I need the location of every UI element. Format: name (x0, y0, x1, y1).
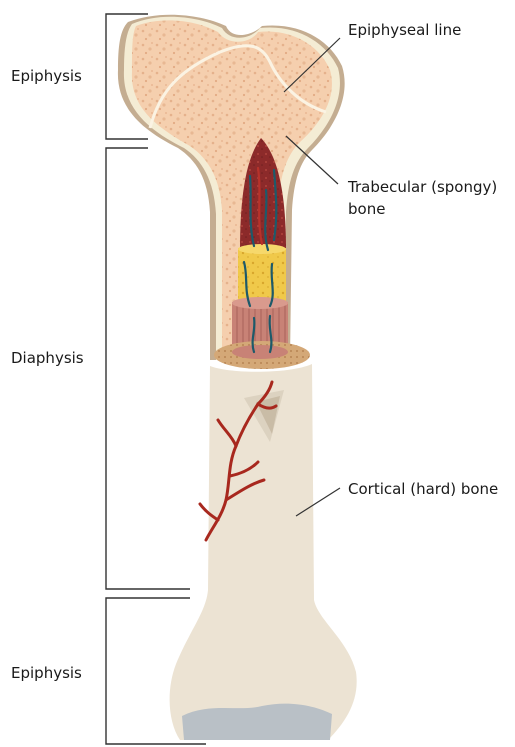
label-trabecular-line2: bone (348, 199, 385, 219)
yellow-marrow-top (238, 244, 286, 254)
trabecular-bone (132, 20, 332, 356)
label-diaphysis: Diaphysis (11, 348, 84, 368)
label-trabecular-line1: Trabecular (spongy) (348, 177, 497, 197)
label-epiphyseal-line: Epiphyseal line (348, 20, 461, 40)
label-cortical-bone: Cortical (hard) bone (348, 479, 498, 499)
bracket-diaphysis (106, 148, 190, 589)
endosteum-top (232, 297, 288, 309)
label-epiphysis-bottom: Epiphysis (11, 663, 82, 683)
label-epiphysis-top: Epiphysis (11, 66, 82, 86)
cut-face-center (232, 345, 288, 359)
